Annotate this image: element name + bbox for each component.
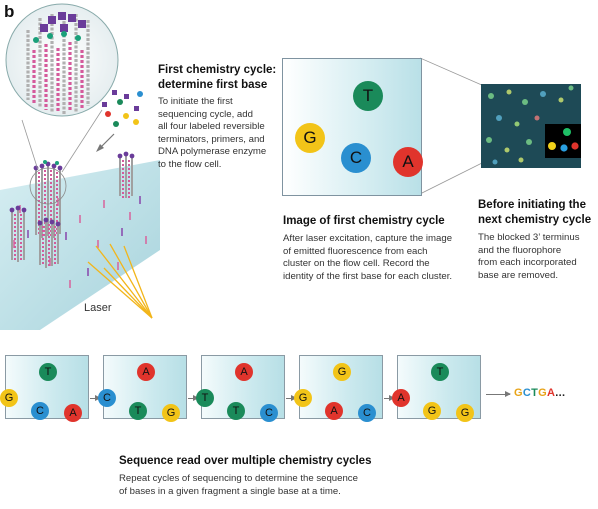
cycle-image-1: T G C A bbox=[0, 355, 89, 422]
cycle-image-2: A C T G bbox=[98, 355, 187, 422]
sequence-read-line: Repeat cycles of sequencing to determine… bbox=[119, 473, 358, 484]
fluorescence-inset bbox=[545, 124, 581, 158]
cycle-base: T bbox=[431, 363, 449, 381]
cycle-image-3: A T T C bbox=[196, 355, 285, 422]
labeled-terminators bbox=[96, 90, 143, 152]
image-panel-block: Image of first chemistry cycle After las… bbox=[283, 214, 452, 283]
laser-label: Laser bbox=[84, 302, 112, 314]
cycle-base: T bbox=[129, 402, 147, 420]
image-panel-line: After laser excitation, capture the imag… bbox=[283, 233, 453, 244]
cycle-base: T bbox=[39, 363, 57, 381]
first-cycle-title-1: First chemistry cycle: bbox=[158, 64, 277, 76]
cycle-base: G bbox=[456, 404, 474, 422]
first-cycle-line: to the flow cell. bbox=[158, 158, 222, 170]
cycle-base: G bbox=[294, 389, 312, 407]
first-cycle-line: DNA polymerase enzyme bbox=[158, 146, 267, 158]
base-circle-t: T bbox=[353, 81, 383, 111]
image-panel-line: identity of the first base for each clus… bbox=[283, 270, 453, 282]
cycle-base: G bbox=[162, 404, 180, 422]
base-circle-c: C bbox=[341, 143, 371, 173]
first-cycle-line: all four labeled reversible bbox=[158, 121, 265, 133]
cycle-base: A bbox=[392, 389, 410, 407]
first-cycle-line: sequencing cycle, add bbox=[158, 108, 253, 120]
laser-rays bbox=[87, 243, 153, 319]
sequence-read-title: Sequence read over multiple chemistry cy… bbox=[119, 455, 372, 467]
dna-cluster-bottom bbox=[37, 217, 61, 268]
cycle-base: A bbox=[235, 363, 253, 381]
cycle-base: A bbox=[325, 402, 343, 420]
cycle-image-4: G G A C bbox=[294, 355, 383, 422]
dna-cluster-left bbox=[9, 205, 27, 262]
before-next-line: from each incorporated bbox=[478, 257, 577, 269]
panel-label: b bbox=[4, 2, 15, 21]
sequence-letter: T bbox=[531, 387, 539, 399]
first-cycle-line: terminators, primers, and bbox=[158, 133, 265, 145]
first-cycle-line: To initiate the first bbox=[158, 96, 233, 107]
sequence-letter: C bbox=[522, 387, 532, 399]
cycle-base: C bbox=[260, 404, 278, 422]
cycle-base: C bbox=[31, 402, 49, 420]
image-panel-line: cluster on the flow cell. Record the bbox=[283, 258, 430, 270]
sequence-ellipsis: ... bbox=[555, 387, 566, 399]
before-next-block: Before initiating the next chemistry cyc… bbox=[478, 198, 591, 282]
before-next-line: and the fluorophore bbox=[478, 244, 562, 256]
cycle-base: C bbox=[98, 389, 116, 407]
base-circle-a: A bbox=[393, 147, 423, 177]
zoom-lines bbox=[420, 57, 485, 195]
cycle-image-5: T A G G bbox=[392, 355, 481, 422]
sequence-letter: G bbox=[514, 387, 523, 399]
image-panel-title: Image of first chemistry cycle bbox=[283, 215, 445, 227]
cycle-base: G bbox=[0, 389, 18, 407]
before-next-title-2: next chemistry cycle bbox=[478, 214, 592, 226]
first-cycle-title-2: determine first base bbox=[158, 79, 268, 91]
fluorescence-image bbox=[481, 84, 581, 168]
sequence-read-line: of bases in a given fragment a single ba… bbox=[119, 485, 341, 497]
cycle-base: G bbox=[333, 363, 351, 381]
flow-cell-illustration bbox=[0, 3, 160, 330]
cycle-base: T bbox=[227, 402, 245, 420]
first-image-panel: T G C A bbox=[282, 58, 423, 196]
cycle-arrow bbox=[486, 391, 511, 397]
cycle-base: T bbox=[196, 389, 214, 407]
cycle-base: A bbox=[64, 404, 82, 422]
base-circle-g: G bbox=[295, 123, 325, 153]
dna-cluster-right bbox=[117, 151, 135, 198]
sequence-read-block: Sequence read over multiple chemistry cy… bbox=[119, 454, 371, 498]
before-next-line: base are removed. bbox=[478, 269, 558, 281]
image-panel-line: of emitted fluorescence from each bbox=[283, 245, 428, 257]
cycle-base: A bbox=[137, 363, 155, 381]
cycle-base: C bbox=[358, 404, 376, 422]
cycle-base: G bbox=[423, 402, 441, 420]
sequence-read-result: GCTGA... bbox=[514, 387, 565, 399]
first-cycle-block: First chemistry cycle: determine first b… bbox=[158, 63, 276, 172]
before-next-title-1: Before initiating the bbox=[478, 199, 586, 211]
sequence-letter: A bbox=[547, 387, 556, 399]
before-next-line: The blocked 3’ terminus bbox=[478, 232, 580, 243]
sequence-letter: G bbox=[538, 387, 547, 399]
